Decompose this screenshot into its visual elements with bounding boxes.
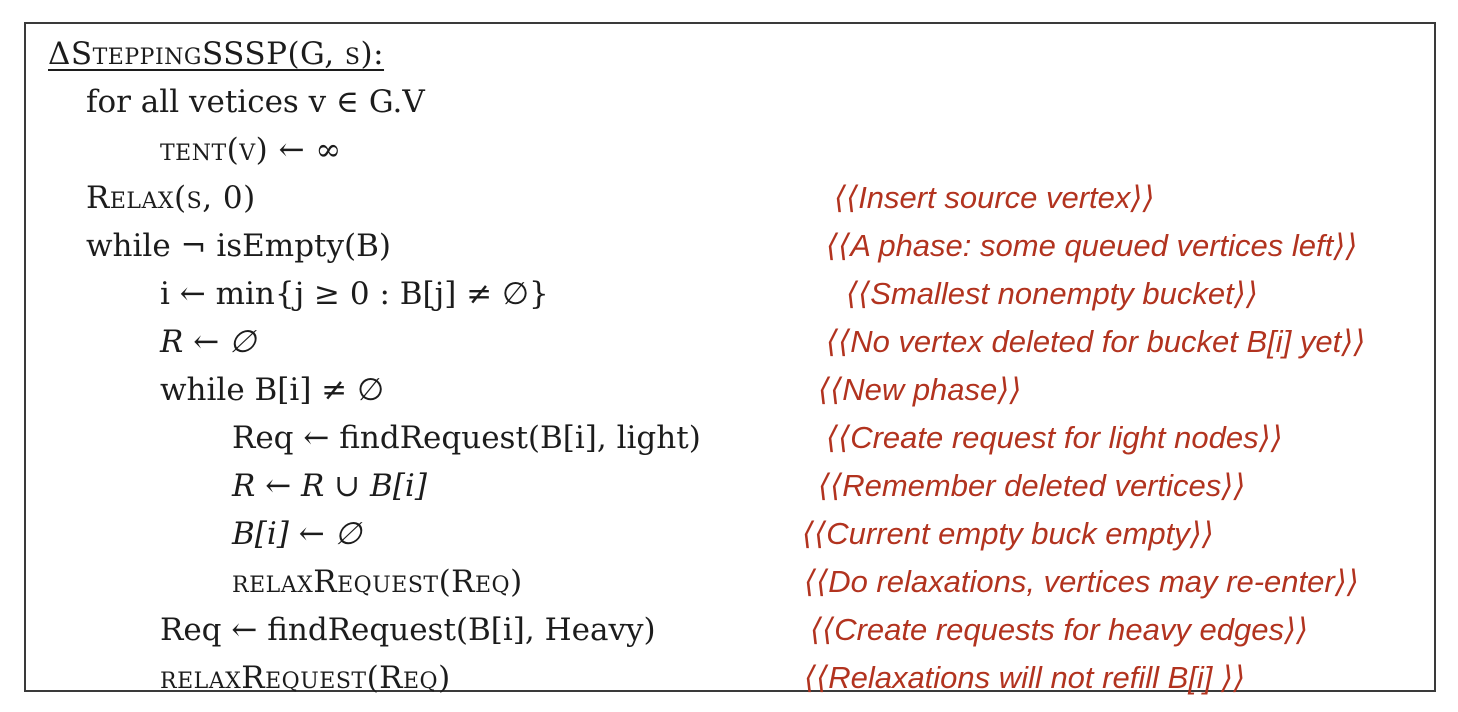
code-text: i ← min{j ≥ 0 : B[j] ≠ ∅} [160,276,549,312]
code-text: while ¬ isEmpty(B) [86,228,391,264]
algorithm-title: ΔSteppingSSSP(G, s): [48,36,385,72]
code-comment: ⟨⟨Create requests for heavy edges⟩⟩ [810,612,1309,647]
code-line-3: Relax(s, 0) ⟨⟨Insert source vertex⟩⟩ [26,176,1434,224]
code-text: relaxRequest(Req) [160,660,451,696]
code-line-11: relaxRequest(Req) ⟨⟨Do relaxations, vert… [26,560,1434,608]
code-line-9: R ← R ∪ B[i] ⟨⟨Remember deleted vertices… [26,464,1434,512]
code-line-4: while ¬ isEmpty(B) ⟨⟨A phase: some queue… [26,224,1434,272]
code-line-7: while B[i] ≠ ∅ ⟨⟨New phase⟩⟩ [26,368,1434,416]
code-text: for all vetices v ∈ G.V [86,84,425,120]
code-text: tent(v) ← ∞ [160,132,342,168]
code-comment: ⟨⟨No vertex deleted for bucket B[i] yet⟩… [826,324,1366,359]
code-line-12: Req ← findRequest(B[i], Heavy) ⟨⟨Create … [26,608,1434,656]
code-line-8: Req ← findRequest(B[i], light) ⟨⟨Create … [26,416,1434,464]
code-comment: ⟨⟨New phase⟩⟩ [818,372,1022,407]
code-text: relaxRequest(Req) [232,564,523,600]
code-line-2: tent(v) ← ∞ [26,128,1434,176]
code-text: while B[i] ≠ ∅ [160,372,385,408]
code-line-6: R ← ∅ ⟨⟨No vertex deleted for bucket B[i… [26,320,1434,368]
code-line-10: B[i] ← ∅ ⟨⟨Current empty buck empty⟩⟩ [26,512,1434,560]
code-text: B[i] ← ∅ [232,516,362,552]
code-comment: ⟨⟨Do relaxations, vertices may re-enter⟩… [804,564,1359,599]
code-text: Req ← findRequest(B[i], Heavy) [160,612,656,648]
algorithm-box: ΔSteppingSSSP(G, s): for all vetices v ∈… [24,22,1436,696]
code-comment: ⟨⟨Insert source vertex⟩⟩ [834,180,1155,215]
algorithm-title-line: ΔSteppingSSSP(G, s): [26,32,1434,80]
code-line-1: for all vetices v ∈ G.V [26,80,1434,128]
code-line-5: i ← min{j ≥ 0 : B[j] ≠ ∅} ⟨⟨Smallest non… [26,272,1434,320]
code-text: R ← R ∪ B[i] [232,468,427,504]
code-comment: ⟨⟨Current empty buck empty⟩⟩ [802,516,1214,551]
code-text: Relax(s, 0) [86,180,256,216]
code-comment: ⟨⟨Relaxations will not refill B[i] ⟩⟩ [804,660,1246,695]
code-comment: ⟨⟨Smallest nonempty bucket⟩⟩ [846,276,1258,311]
code-text: R ← ∅ [160,324,257,360]
code-comment: ⟨⟨Create request for light nodes⟩⟩ [826,420,1283,455]
code-line-13: relaxRequest(Req) ⟨⟨Relaxations will not… [26,656,1434,704]
code-text: Req ← findRequest(B[i], light) [232,420,701,456]
code-comment: ⟨⟨A phase: some queued vertices left⟩⟩ [826,228,1358,263]
code-comment: ⟨⟨Remember deleted vertices⟩⟩ [818,468,1246,503]
